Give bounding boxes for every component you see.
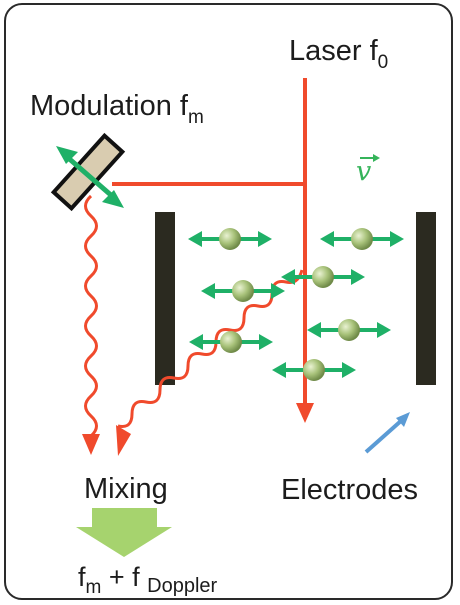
electrodes-label: Electrodes — [281, 474, 419, 506]
particle — [189, 331, 273, 353]
figure-frame — [4, 3, 453, 600]
particle — [188, 228, 272, 250]
electrode-right — [416, 212, 436, 385]
laser-label: Laser f0 — [289, 35, 389, 73]
result-label: fm + f Doppler — [78, 562, 218, 598]
velocity-label: v — [356, 156, 372, 187]
particle — [320, 228, 404, 250]
particle — [201, 280, 285, 302]
particle-group — [188, 228, 404, 381]
mixing-output-arrow — [76, 508, 172, 557]
electrode-left — [155, 212, 175, 385]
mixing-label: Mixing — [84, 473, 168, 505]
modulator-double-arrow — [56, 146, 124, 208]
particle — [307, 319, 391, 341]
particle — [281, 266, 365, 288]
modulated-wave-arrowhead — [82, 434, 100, 455]
modulated-wave-down — [84, 194, 98, 438]
velocity-vector-arrow — [360, 154, 380, 162]
laser-beam-arrowhead — [296, 403, 314, 423]
modulation-label: Modulation fm — [30, 90, 204, 128]
scattered-wave-arrowhead — [116, 425, 131, 456]
particle — [272, 359, 356, 381]
electrode-pointer-arrow — [364, 412, 410, 454]
